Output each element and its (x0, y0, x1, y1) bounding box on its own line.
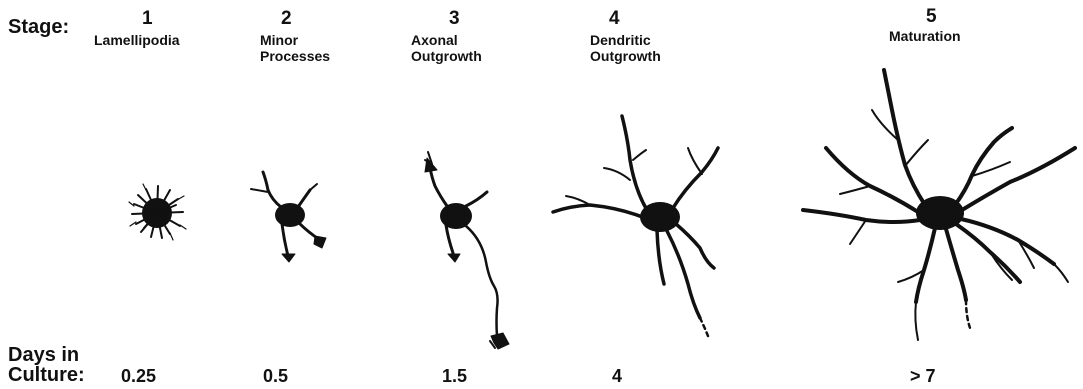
stage-4-cell (553, 116, 718, 336)
stage-2-days: 0.5 (263, 366, 288, 387)
stage-3-days: 1.5 (442, 366, 467, 387)
stage-5-cell (803, 70, 1075, 340)
stage-3-cell (425, 152, 509, 349)
days-in-culture-label: Days in Culture: (8, 345, 85, 385)
days-label-line2: Culture: (8, 365, 85, 385)
stage-2-cell (251, 172, 326, 262)
stage-5-days: > 7 (910, 366, 936, 387)
stage-1-days: 0.25 (121, 366, 156, 387)
stage-4-days: 4 (612, 366, 622, 387)
stage-1-cell (129, 184, 186, 240)
days-label-line1: Days in (8, 345, 85, 365)
